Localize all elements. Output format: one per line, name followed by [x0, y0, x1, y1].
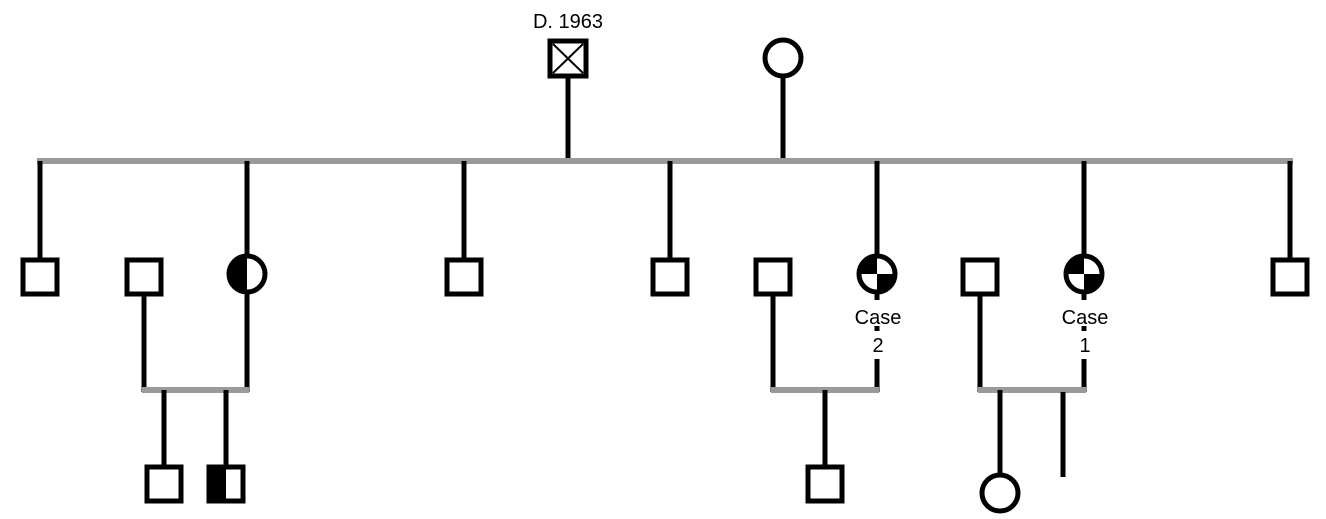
daughter-1-symbol — [226, 253, 268, 295]
grandson-3-symbol — [805, 464, 845, 504]
grandfather-label: D. 1963 — [533, 11, 603, 33]
son-3-symbol — [650, 257, 690, 297]
spouse-1-symbol — [124, 257, 164, 297]
case-1-symbol — [1063, 253, 1105, 295]
son-1-symbol — [20, 257, 60, 297]
case-1-label-line-1: Case — [1062, 307, 1109, 329]
granddaughter-1-symbol — [979, 472, 1021, 514]
case-2-label-line-1: Case — [855, 307, 902, 329]
case-2-label-line-2: 2 — [872, 335, 883, 357]
son-4-symbol — [1270, 257, 1310, 297]
case-2-symbol — [856, 253, 898, 295]
spouse-3-symbol — [960, 257, 1000, 297]
spouse-2-symbol — [753, 257, 793, 297]
grandson-2-symbol — [206, 464, 246, 504]
case-1-label-line-2: 1 — [1079, 335, 1090, 357]
son-2-symbol — [444, 257, 484, 297]
deceased-cross-2 — [552, 43, 584, 74]
grandmother — [762, 37, 804, 158]
grandson-1-symbol — [144, 464, 184, 504]
grandmother-symbol — [762, 37, 804, 79]
grandfather: D. 1963 — [533, 11, 603, 158]
